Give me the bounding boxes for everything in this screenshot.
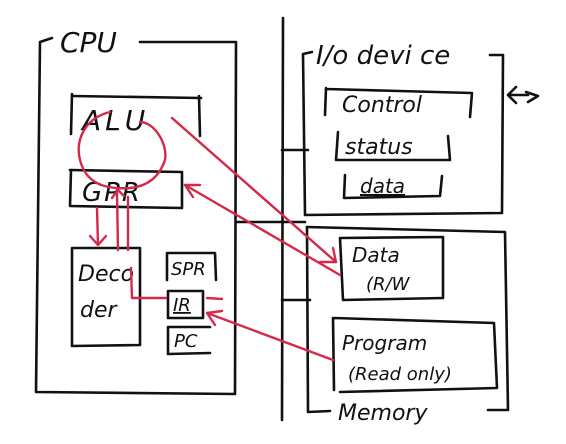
system-bus xyxy=(234,16,312,422)
alu-box: ALU xyxy=(69,92,203,138)
memory-title: Memory xyxy=(338,401,428,426)
decoder-to-gpr-arrowhead xyxy=(110,188,126,200)
status-register: status xyxy=(334,130,452,162)
gpr-to-decoder-arrowhead xyxy=(88,234,108,247)
alu-label: ALU xyxy=(80,104,149,137)
program-to-ir-line xyxy=(205,311,335,362)
pc-label: PC xyxy=(174,331,198,352)
decoder-label-2: der xyxy=(80,298,119,323)
data-to-gpr-line xyxy=(183,183,342,277)
data-register: data xyxy=(342,173,444,200)
spr-label: SPR xyxy=(171,259,206,280)
gpr-to-decoder-line xyxy=(95,206,100,247)
io-device-title: I/o devi ce xyxy=(316,41,450,71)
alu-to-data-arrowhead xyxy=(318,246,338,264)
data-register-label: data xyxy=(360,174,405,198)
ir-label: IR xyxy=(173,295,191,316)
memory-data-label-2: (R/W xyxy=(366,274,411,295)
io-device-border xyxy=(301,50,505,217)
memory-data-label-1: Data xyxy=(352,243,400,267)
cpu-border xyxy=(34,36,238,396)
memory-program-region: Program (Read only) xyxy=(331,316,499,394)
gpr-label: GPR xyxy=(82,178,142,208)
spr-box: SPR xyxy=(165,251,218,282)
memory-border-left xyxy=(305,225,332,414)
ir-input-tick xyxy=(205,296,224,301)
data-to-gpr-arrowhead xyxy=(183,183,202,199)
bus-line-left xyxy=(280,16,285,422)
ir-box: IR xyxy=(166,289,205,320)
io-device-block: I/o devi ce Control status data xyxy=(301,41,540,217)
cpu-title: CPU xyxy=(60,26,117,59)
ir-to-decoder-line xyxy=(129,266,168,300)
memory-block: Memory Data (R/W Program (Read only) xyxy=(305,225,510,426)
status-label: status xyxy=(345,135,413,160)
decoder-box: Deco der xyxy=(70,246,142,348)
pc-box: PC xyxy=(166,325,212,356)
alu-to-data-line xyxy=(170,116,338,264)
program-label-2: (Read only) xyxy=(348,364,452,385)
control-register: Control xyxy=(323,86,474,119)
cpu-block: CPU ALU GPR Deco der SPR IR xyxy=(34,26,238,396)
decoder-to-gpr-line-1 xyxy=(115,190,120,252)
bidirectional-arrow-icon xyxy=(506,85,540,105)
decoder-label-1: Deco xyxy=(78,262,134,287)
data-flow-arrows xyxy=(77,110,342,362)
gpr-box: GPR xyxy=(68,168,184,210)
alu-gpr-loop xyxy=(77,110,167,190)
program-to-ir-arrowhead xyxy=(205,309,224,327)
memory-data-region: Data (R/W xyxy=(338,235,445,302)
memory-border-right xyxy=(305,225,510,412)
control-label: Control xyxy=(342,93,422,118)
program-label-1: Program xyxy=(342,331,427,355)
